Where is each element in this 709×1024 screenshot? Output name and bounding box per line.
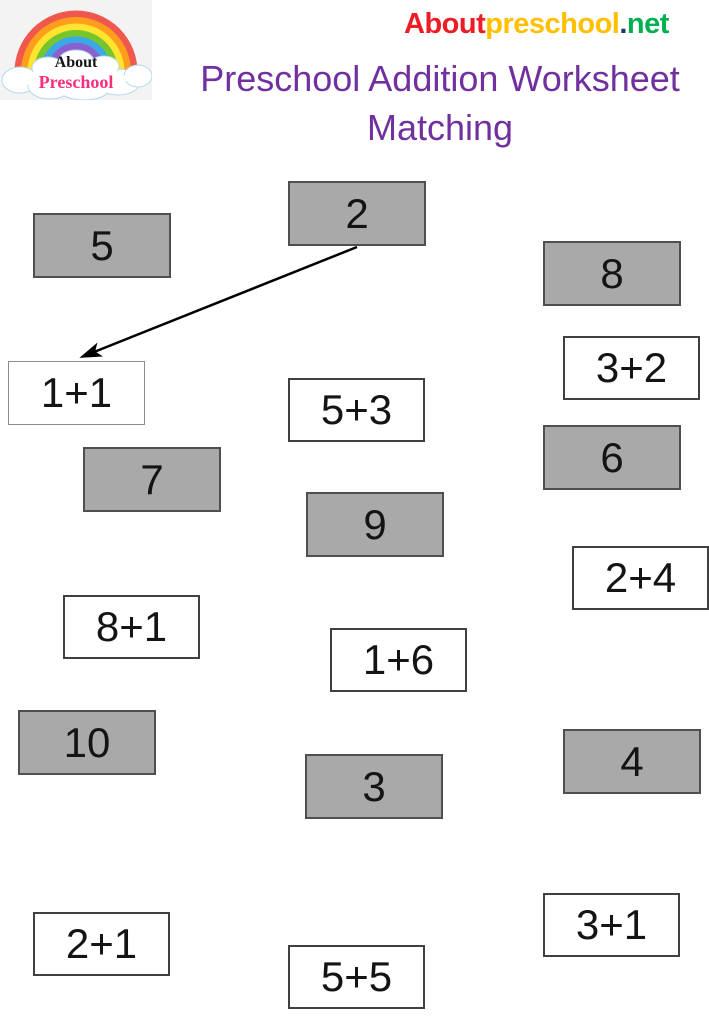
- answer-card-8[interactable]: 8: [543, 241, 681, 306]
- answer-card-6[interactable]: 6: [543, 425, 681, 490]
- logo-text-about: About: [55, 54, 98, 71]
- problem-card-3plus2[interactable]: 3+2: [563, 336, 700, 400]
- site-name-preschool: preschool: [485, 8, 620, 40]
- problem-card-5plus3[interactable]: 5+3: [288, 378, 425, 442]
- cloud-icon: [1, 49, 152, 100]
- worksheet-title-line2: Matching: [366, 107, 514, 148]
- answer-card-7[interactable]: 7: [83, 447, 221, 512]
- problem-card-2plus1[interactable]: 2+1: [33, 912, 170, 976]
- aboutpreschool-logo: About Preschool: [0, 0, 152, 100]
- answer-card-5[interactable]: 5: [33, 213, 171, 278]
- answer-card-4[interactable]: 4: [563, 729, 701, 794]
- problem-card-8plus1[interactable]: 8+1: [63, 595, 200, 659]
- problem-card-3plus1[interactable]: 3+1: [543, 893, 680, 957]
- answer-card-9[interactable]: 9: [306, 492, 444, 557]
- problem-card-2plus4[interactable]: 2+4: [572, 546, 709, 610]
- site-name-net: net: [626, 8, 670, 40]
- worksheet-title-line1: Preschool Addition Worksheet: [200, 58, 680, 99]
- site-name: Aboutpreschool.net: [404, 8, 709, 41]
- worksheet-title: Preschool Addition Worksheet Matching: [160, 54, 709, 152]
- problem-card-5plus5[interactable]: 5+5: [288, 945, 425, 1009]
- site-name-about: About: [404, 8, 486, 40]
- problem-card-1plus1[interactable]: 1+1: [8, 361, 145, 425]
- answer-card-10[interactable]: 10: [18, 710, 156, 775]
- answer-card-2[interactable]: 2: [288, 181, 426, 246]
- answer-card-3[interactable]: 3: [305, 754, 443, 819]
- problem-card-1plus6[interactable]: 1+6: [330, 628, 467, 692]
- site-name-dot: .: [619, 8, 627, 40]
- logo-text-preschool: Preschool: [39, 72, 114, 92]
